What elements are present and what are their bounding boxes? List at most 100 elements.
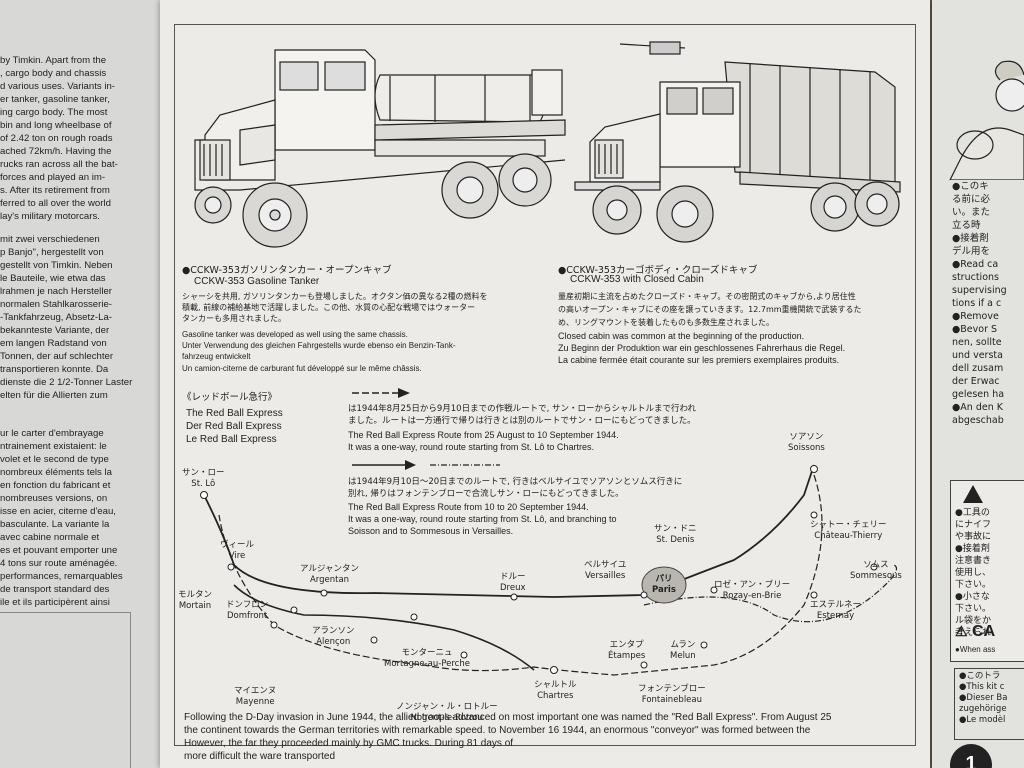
route2-jp-1: は1944年9月10日〜20日までのルートで, 行きはベルサイユでソアソンとソム… [348,477,683,487]
caution-sub: ●When ass [955,645,996,654]
right-text-line: und versta [952,350,1003,361]
left-para3-line: isse en acier, citerne d'eau, [0,506,116,517]
left-para3-line: en fonction du fabricant et [0,480,111,491]
express-title-fr: Le Red Ball Express [186,434,277,445]
warning-text-line: ●工具の [955,508,990,518]
notice-text-line: ●このトラ [959,671,1001,681]
left-para1-line: lay's military motorcars. [0,211,100,222]
cargo-desc-jp-3: め、リングマウントを装着したものも多数生産されました。 [558,318,774,327]
left-para2-line: lrahmen je nach Hersteller [0,286,112,297]
tanker-desc-de-1: Unter Verwendung des gleichen Fahrgestel… [182,341,456,350]
left-para3-line: 4 tons sur route aménagée. [0,558,118,569]
left-para3-line: ile et ils participèrent ainsi [0,597,110,608]
route1-jp-1: は1944年8月25日から9月10日までの作戦ルートで, サン・ローからシャルト… [348,404,697,414]
left-para2-line: Tonnen, der auf schlechter [0,351,114,362]
closed-cabin-cargo-illustration [574,41,901,243]
left-para1-line: ing cargo body. The most [0,107,108,118]
cargo-desc-jp-2: の高いオープン・キャブにその座を譲っていきます。12.7mm重機関銃で武装するた [558,305,862,314]
warning-text-line: や事故に [955,532,992,542]
main-page: ●CCKW-353ガソリンタンカー・オープンキャブ CCKW-353 Gasol… [160,0,930,768]
route2-jp-2: 別れ, 帰りはフォンテンブローで合流しサン・ローにもどってきました。 [348,489,624,499]
notice-text-line: ●This kit c [959,682,1005,692]
express-title-jp: 《レッドボール急行》 [182,392,278,403]
right-text-line: abgeschab [952,415,1004,426]
route-inner-return [233,584,535,671]
left-para3-line: basculante. La variante la [0,519,110,530]
left-para2-line: -Tankfahrzeug, Absetz-La- [0,312,112,323]
left-text-english: by Timkin. Apart from the, cargo body an… [0,54,118,223]
right-text-line: ●Read ca [952,259,999,270]
left-para1-line: d various uses. Variants in- [0,81,115,92]
left-para3-line: volet et le second de type [0,454,109,465]
cargo-title-jp: ●CCKW-353カーゴボディ・クローズドキャブ [558,265,758,276]
content-frame [174,24,916,746]
cargo-desc-de: Zu Beginn der Produktion war ein geschlo… [558,343,846,353]
left-page: by Timkin. Apart from the, cargo body an… [0,0,165,768]
route2-en-2: It was a one-way, round route starting f… [348,514,617,524]
right-text-line: 立る時 [952,220,981,231]
right-text-line: gelesen ha [952,389,1005,400]
left-para2-line: gestellt von Timkin. Neben [0,260,113,271]
warning-text-line: ル袋をか [955,616,992,626]
route1-jp-2: ました。ルートは一方通行で帰りは行きとは別のルートでサン・ローにもどってきました… [348,416,696,426]
left-para1-line: ached 72km/h. Having the [0,146,112,157]
caution-icon: ⚠ [955,623,968,639]
tanker-desc-fr: Un camion-citerne de carburant fut dével… [182,364,422,373]
cargo-desc-jp-1: 量産初期に主流を占めたクローズド・キャブ。その密閉式のキャブから,より居住性 [558,292,856,301]
right-text-line: る前に必 [952,194,991,205]
footer-line-3: However, the far they proceeded mainly b… [184,738,514,749]
route1-en-2: It was a one-way, round route starting f… [348,442,594,452]
tanker-title-jp: ●CCKW-353ガソリンタンカー・オープンキャブ [182,265,392,276]
warning-triangle-icon [963,485,983,503]
left-para2-line: bekannteste Variante, der [0,325,110,336]
left-para3-line: de transport standard des [0,584,110,595]
warning-text-line: 使用し、 [955,568,992,578]
right-text-line: ●An den K [952,402,1003,413]
warning-text-line: 考えられ [955,628,992,638]
right-text-line: ●Bevor S [952,324,998,335]
express-title-en: The Red Ball Express [186,408,283,419]
right-text-line: der Erwac [952,376,1000,387]
left-para3-line: nombreux éléments tels la [0,467,112,478]
left-para3-line: es et pouvant emporter une [0,545,118,556]
notice-text-line: ●Dieser Ba [959,693,1008,703]
cargo-desc-en: Closed cabin was common at the beginning… [558,331,805,341]
warning-text-line: 下さい。 [955,580,992,590]
right-text-line: nen, sollte [952,337,1002,348]
left-para3-line: nombreuses versions, on [0,493,108,504]
soldier-illustration [949,60,1024,180]
footer-line-1: Following the D-Day invasion in June 194… [184,712,832,723]
left-para3-line: ntrainement existaient: le [0,441,107,452]
left-para2-line: elten für die Allierten zum [0,390,108,401]
right-text-line: supervising [952,285,1007,296]
notice-text-line: zugehörige [959,704,1007,714]
left-page-box [0,612,131,768]
left-para1-line: of 2.42 ton on rough roads [0,133,113,144]
left-para2-line: mit zwei verschiedenen [0,234,100,245]
warning-text-line: ●小さな [955,592,990,602]
warning-text-line: 注意書き [955,556,992,566]
warning-box: ●工具のにナイフや事故に●接着剤注意書き使用し、下さい。●小さな下さい。ル袋をか… [950,480,1024,662]
right-text-line: tions if a c [952,298,1002,309]
left-para1-line: forces and played an im- [0,172,106,183]
warning-text-line: 下さい。 [955,604,992,614]
